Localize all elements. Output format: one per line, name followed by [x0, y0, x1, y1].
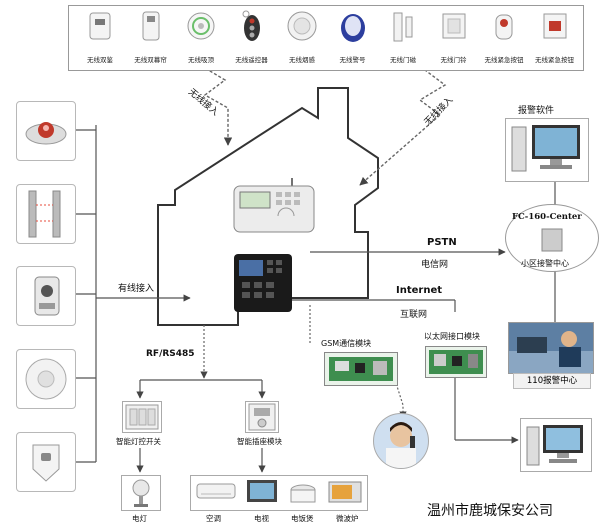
device-label: 无线紧急按钮 — [535, 56, 574, 64]
internet-sub-label: 互联网 — [400, 310, 428, 320]
smart-socket-icon — [248, 403, 276, 431]
microwave-icon — [328, 481, 362, 503]
home-pc — [520, 418, 592, 472]
lamp-icon — [132, 479, 150, 507]
device-label: 无线烟感 — [289, 56, 315, 64]
appliance-ac-label: 空调 — [206, 514, 221, 523]
device-label: 无线门铃 — [440, 56, 467, 64]
light-switch-label: 智能灯控开关 — [116, 437, 161, 446]
doorbell-icon — [442, 13, 465, 39]
appliance-cooker-label: 电饭煲 — [291, 514, 314, 523]
device-remote-key: 无线遥控器 — [230, 9, 274, 65]
device-label: 无线遥控器 — [235, 56, 268, 64]
siren-icon — [340, 14, 365, 42]
socket-module-device — [245, 401, 279, 433]
ceiling-detector-icon — [25, 358, 67, 400]
curtain-sensor-icon — [142, 11, 159, 41]
lamp-label: 电灯 — [132, 514, 147, 523]
socket-module-label: 智能插座模块 — [237, 437, 282, 446]
center-node — [505, 204, 599, 272]
wired-access-label: 有线接入 — [118, 284, 155, 294]
device-panic-button: 无线紧急按钮 — [482, 9, 526, 65]
glass-break-sensor-icon — [25, 122, 67, 145]
rice-cooker-icon — [290, 484, 316, 503]
police-center-label: 110报警中心 — [513, 373, 591, 389]
air-conditioner-icon — [196, 483, 236, 499]
computer-icon — [511, 125, 580, 172]
tv-icon — [247, 480, 277, 502]
emergency-button-icon — [543, 13, 566, 39]
ethernet-module-label: 以太网接口模块 — [424, 332, 480, 341]
pstn-sub-label: 电信网 — [421, 260, 449, 270]
device-label: 无线门磁 — [390, 56, 416, 64]
device-siren: 无线警号 — [331, 9, 375, 65]
wired-sensor-glassbreak — [16, 101, 76, 161]
device-ceiling-sensor: 无线吸顶 — [179, 9, 223, 65]
phone-user-icon — [386, 422, 416, 468]
pir-sensor-icon — [89, 12, 111, 40]
device-pir-sensor: 无线双鉴 — [78, 9, 122, 65]
door-contact-icon — [393, 12, 413, 42]
pir-detector-icon — [32, 444, 60, 482]
wired-sensor-ceiling — [16, 349, 76, 409]
device-doorbell: 无线门铃 — [432, 9, 476, 65]
device-label: 无线双鉴 — [87, 56, 113, 64]
lamp-device — [121, 475, 161, 511]
police-officer-icon — [509, 331, 593, 373]
internet-label: Internet — [396, 285, 443, 296]
gsm-module-label: GSM通信模块 — [321, 339, 372, 348]
appliance-tv-label: 电视 — [254, 514, 269, 523]
remote-key-icon — [242, 10, 260, 41]
center-title: FC-160-Center — [512, 212, 582, 222]
device-label: 无线双幕帘 — [134, 56, 167, 64]
ethernet-module — [425, 346, 487, 378]
alarm-host-black — [234, 254, 292, 312]
pstn-label: PSTN — [427, 237, 457, 248]
wired-sensor-pir — [16, 432, 76, 492]
network-board-icon — [429, 350, 483, 374]
device-door-contact: 无线门磁 — [381, 9, 425, 65]
outdoor-detector-icon — [34, 276, 60, 316]
wall-switch-icon — [125, 404, 159, 430]
device-smoke-detector: 无线烟感 — [280, 9, 324, 65]
device-emergency-button: 无线紧急按钮 — [533, 9, 577, 65]
mobile-user-image — [373, 413, 429, 469]
police-center-image — [508, 322, 594, 374]
gsm-module — [324, 352, 398, 386]
center-subtitle: 小区接警中心 — [521, 259, 569, 268]
alarm-software-pc — [505, 118, 589, 182]
device-curtain-sensor: 无线双幕帘 — [129, 9, 173, 65]
panic-button-icon — [495, 14, 513, 40]
infrared-beam-icon — [28, 190, 61, 238]
smoke-detector-icon — [287, 11, 317, 41]
device-label: 无线吸顶 — [188, 56, 214, 64]
circuit-board-icon — [329, 357, 393, 381]
ceiling-sensor-icon — [187, 12, 215, 40]
appliance-group — [190, 475, 368, 511]
light-switch-device — [122, 401, 162, 433]
rf-rs485-label: RF/RS485 — [146, 349, 195, 359]
wired-sensor-outdoor — [16, 266, 76, 326]
alarm-software-label: 报警软件 — [518, 106, 555, 116]
desktop-computer-icon — [526, 425, 583, 466]
server-icon — [541, 228, 563, 252]
device-label: 无线警号 — [339, 56, 366, 64]
wired-sensor-beam — [16, 184, 76, 244]
house-outline — [157, 87, 379, 326]
device-label: 无线紧急按钮 — [484, 56, 524, 64]
alarm-host-white — [232, 176, 318, 234]
company-name: 温州市鹿城保安公司 — [427, 503, 553, 519]
appliance-microwave-label: 微波炉 — [336, 514, 359, 523]
